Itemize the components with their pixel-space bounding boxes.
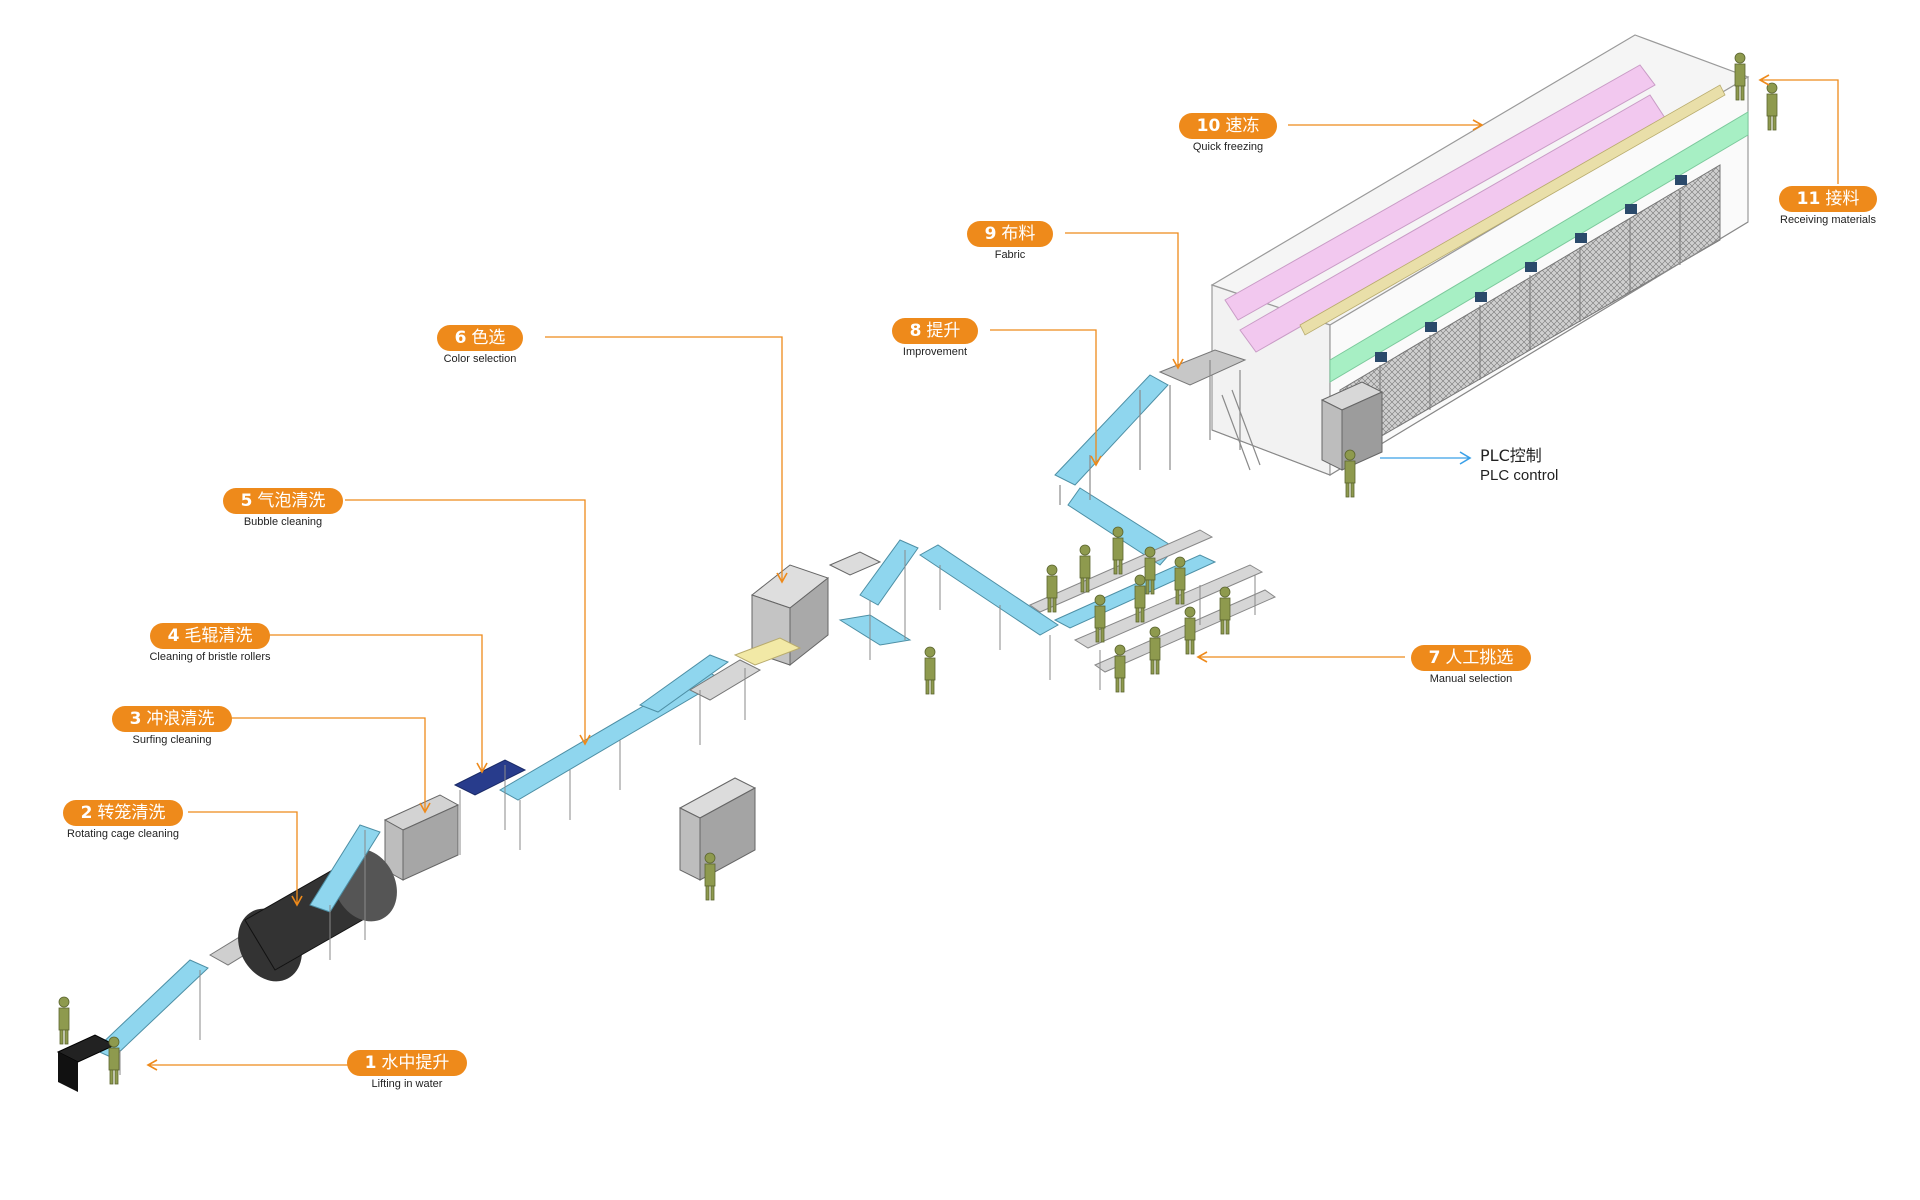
plc-label-zh: PLC控制: [1480, 446, 1542, 465]
leader-11: [1758, 74, 1839, 184]
step-name-en: Improvement: [902, 346, 968, 358]
step-name-zh: 气泡清洗: [257, 491, 326, 511]
step-number: 3: [129, 709, 142, 729]
leader-2: [188, 811, 303, 907]
step-name-en: Cleaning of bristle rollers: [149, 651, 271, 663]
leader-4: [268, 634, 488, 774]
rotating-cage: [209, 848, 397, 982]
electrical-cabinet: [678, 777, 757, 881]
step-name-en: Rotating cage cleaning: [67, 828, 179, 840]
incline-conveyor-lifting: [56, 824, 381, 1092]
step-name-zh: 色选: [471, 328, 506, 348]
step-name-zh: 人工挑选: [1445, 648, 1514, 668]
step-name-en: Bubble cleaning: [243, 516, 323, 528]
leader-9: [1065, 232, 1184, 370]
step-name-zh: 冲浪清洗: [146, 709, 215, 729]
step-number: 4: [167, 626, 180, 646]
workers: [58, 52, 1778, 1085]
leader-6: [545, 336, 788, 584]
step-name-zh: 毛辊清洗: [184, 626, 253, 646]
freezer-tunnel: [1210, 34, 1750, 477]
step-name-en: Quick freezing: [1192, 141, 1264, 153]
step-number: 1: [364, 1053, 377, 1073]
incline-conveyor-improvement: [1054, 349, 1261, 566]
step-name-en: Lifting in water: [371, 1078, 443, 1090]
bubble-cleaning-conveyor: [498, 654, 762, 850]
step-name-zh: 转笼清洗: [97, 803, 166, 823]
step-number: 2: [80, 803, 93, 823]
bristle-roller-section: [453, 759, 527, 855]
step-number: 8: [909, 321, 922, 341]
step-name-zh: 提升: [926, 321, 961, 341]
leader-5: [345, 499, 591, 746]
step-name-en: Manual selection: [1429, 673, 1513, 685]
step-name-zh: 速冻: [1225, 116, 1260, 136]
leader-8: [990, 329, 1102, 467]
step-name-zh: 水中提升: [381, 1053, 450, 1073]
step-name-en: Receiving materials: [1780, 214, 1876, 226]
step-name-en: Surfing cleaning: [132, 734, 212, 746]
step-number: 9: [984, 224, 997, 244]
color-sorter: [733, 551, 882, 667]
step-name-zh: 接料: [1825, 189, 1860, 209]
step-number: 10: [1196, 116, 1221, 136]
step-number: 6: [454, 328, 467, 348]
step-name-en: Fabric: [994, 249, 1026, 261]
surfing-cleaning-tank: [383, 794, 460, 881]
step-number: 11: [1796, 189, 1821, 209]
leader-lines: [146, 74, 1839, 1071]
leader-3: [230, 717, 431, 814]
plc-label-en: PLC control: [1480, 467, 1559, 484]
plc-control-label: PLC控制 PLC control: [1480, 446, 1558, 486]
step-name-en: Color selection: [443, 353, 517, 365]
step-number: 5: [240, 491, 253, 511]
step-name-zh: 布料: [1001, 224, 1036, 244]
step-number: 7: [1428, 648, 1441, 668]
incline-conveyor-sorter: [838, 539, 919, 660]
